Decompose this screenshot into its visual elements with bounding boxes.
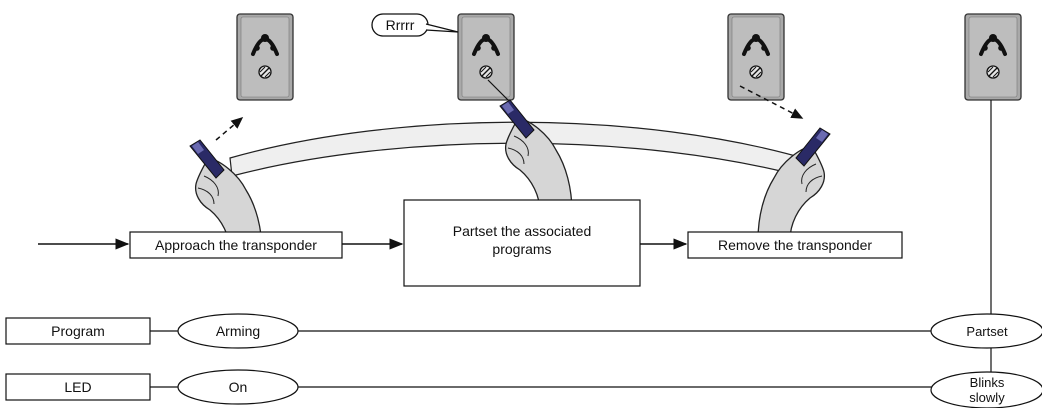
led-row: LED On Blinks slowly [5,369,1042,409]
led-label-box [5,373,151,401]
step-partset-label-line1: Partset the associated [453,223,592,239]
program-row: Program Arming Partset [5,313,1042,349]
program-start-state: Arming [216,323,260,339]
step-approach-box [129,231,343,259]
approach-dashed-arrow [215,117,244,141]
step-remove-box [687,231,903,259]
step-approach-label: Approach the transponder [155,237,317,253]
transponder-reader-icon [235,12,295,102]
led-end-state-line1: Blinks [970,375,1005,390]
speech-bubble: Rrrrr [371,13,459,37]
led-end-state-line2: slowly [969,390,1005,405]
led-start-state: On [229,379,248,395]
step-partset-label-line2: programs [492,241,551,257]
hand-holding-transponder-icon [499,99,573,213]
hand-holding-transponder-icon [757,127,831,241]
program-label: Program [51,323,105,339]
transponder-reader-icon [963,12,1023,102]
step-partset-box [403,199,641,287]
program-label-box [5,317,151,345]
transponder-reader-icon [726,12,786,102]
program-end-state-ellipse [930,313,1042,349]
contact-line [487,79,509,101]
step-remove-label: Remove the transponder [718,237,872,253]
program-end-state: Partset [966,324,1008,339]
remove-dashed-arrow [739,85,804,119]
transponder-reader-icon [456,12,516,102]
speech-bubble-text: Rrrrr [386,17,415,33]
led-label: LED [64,379,91,395]
